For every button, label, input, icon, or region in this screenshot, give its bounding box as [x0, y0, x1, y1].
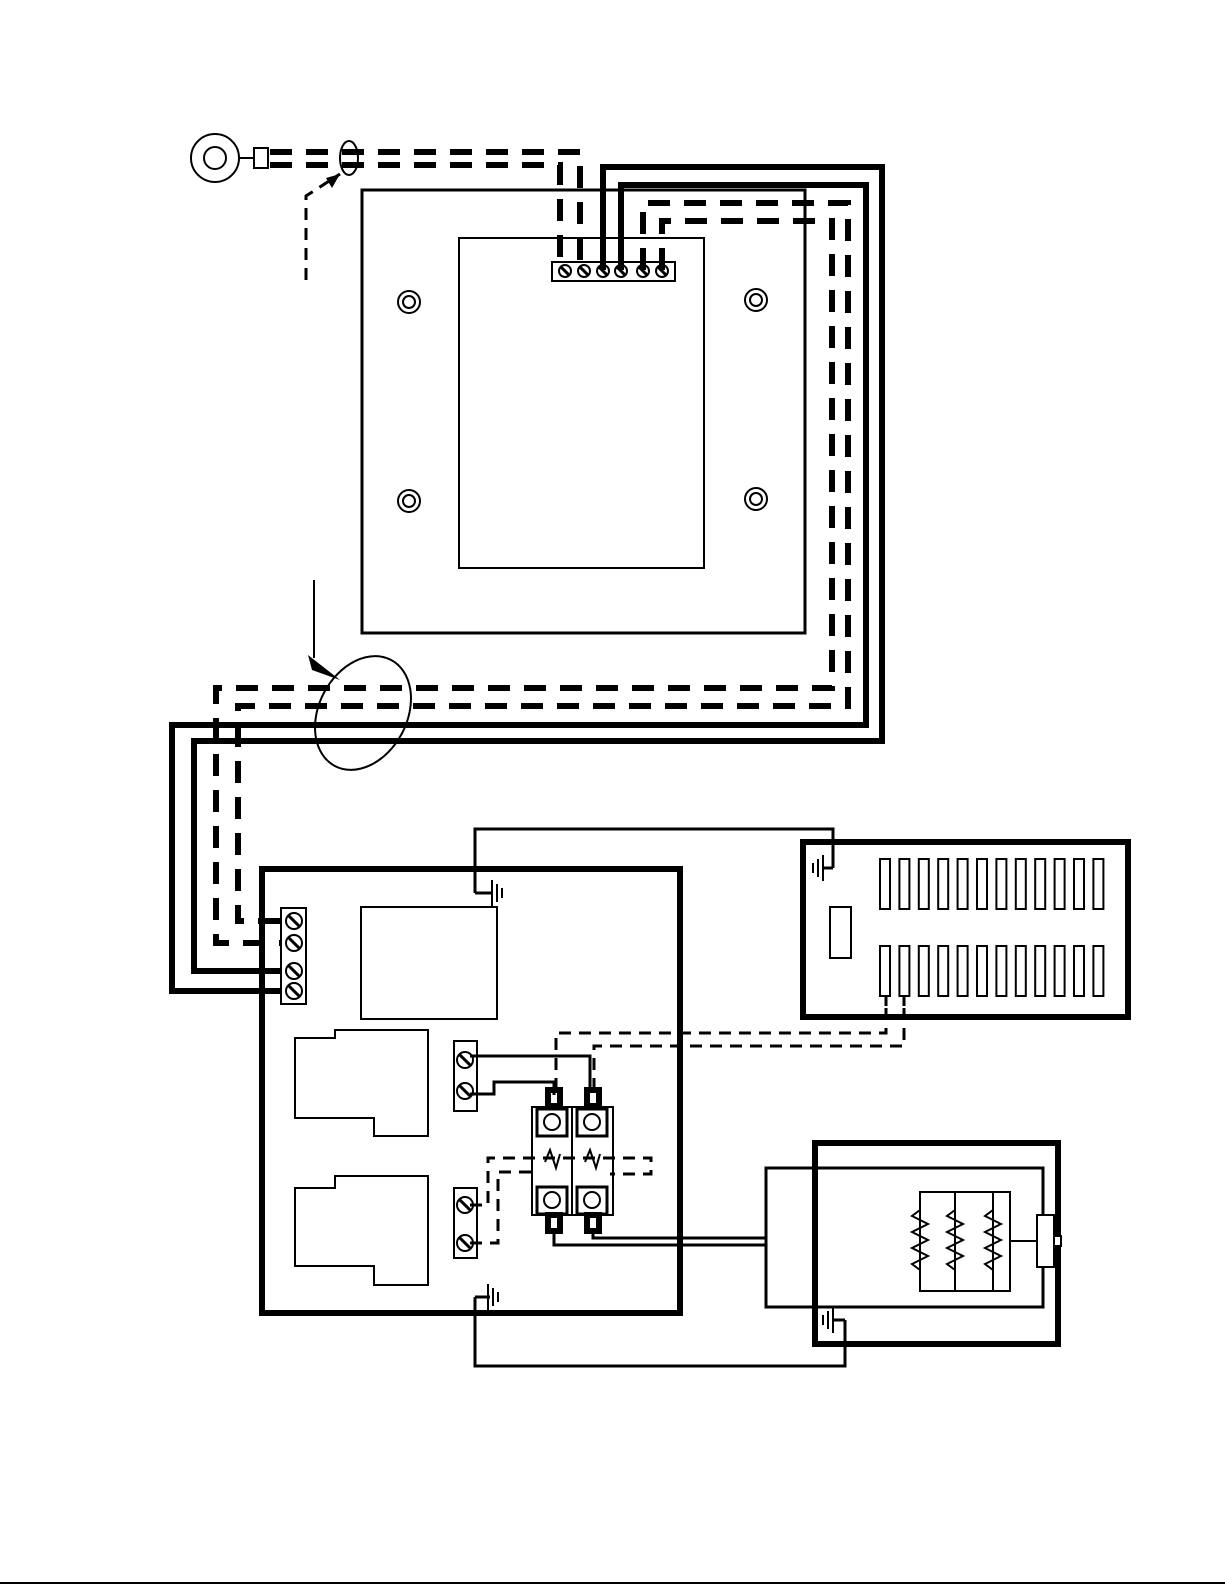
dashed-harness-wires [216, 203, 848, 943]
ground-symbol [823, 1307, 845, 1333]
vent-slot [899, 946, 909, 996]
ring-terminal [191, 134, 268, 182]
screw-icon [286, 963, 302, 979]
vent-slot [880, 859, 890, 909]
vent-slot [919, 859, 929, 909]
vent-slot [1016, 946, 1026, 996]
vent-slot [958, 946, 968, 996]
ground-symbol [475, 880, 502, 906]
relay-outline [295, 1176, 428, 1285]
fuse-holders [532, 1107, 613, 1215]
screw-icon [286, 983, 302, 999]
terminal-strip-six [552, 262, 675, 281]
vent-slot [899, 859, 909, 909]
ground-symbol [475, 1284, 498, 1310]
vent-slot [958, 859, 968, 909]
vent-slot [1055, 946, 1065, 996]
vent-slot [1016, 859, 1026, 909]
screw-icon [578, 265, 590, 277]
vent-slot [919, 946, 929, 996]
ground-lead-dashed [270, 152, 580, 270]
relay-outline [295, 1030, 428, 1136]
vent-slot [996, 946, 1006, 996]
wire-tie-top [306, 141, 358, 280]
terminal-block-four [281, 908, 306, 1004]
screw-icon [457, 1052, 473, 1068]
ground-wiring [475, 829, 845, 1366]
mounting-hole [398, 490, 420, 512]
mounting-hole [398, 291, 420, 313]
vent-slot [938, 859, 948, 909]
vent-slot [1074, 859, 1084, 909]
screw-icon [457, 1083, 473, 1099]
vent-slot [1035, 859, 1045, 909]
vent-slot [1093, 859, 1103, 909]
screw-icon [286, 935, 302, 951]
vent-slot [977, 859, 987, 909]
heater-panel [803, 842, 1128, 1017]
vent-slot [977, 946, 987, 996]
mounting-hole [745, 289, 767, 311]
vent-slot [1093, 946, 1103, 996]
terminal-block-two-upper [454, 1041, 477, 1111]
screw-icon [286, 913, 302, 929]
vent-slot [1074, 946, 1084, 996]
screw-icon [559, 265, 571, 277]
ground-symbol [813, 855, 833, 881]
mounting-hole [745, 488, 767, 510]
vent-slot [938, 946, 948, 996]
heating-element-box [766, 1143, 1061, 1344]
terminal-block-two-lower [454, 1188, 477, 1258]
vent-slot [1055, 859, 1065, 909]
vent-slot [880, 946, 890, 996]
transformer-enclosure [362, 190, 805, 633]
vent-slot [1035, 946, 1045, 996]
vent-slot [996, 859, 1006, 909]
